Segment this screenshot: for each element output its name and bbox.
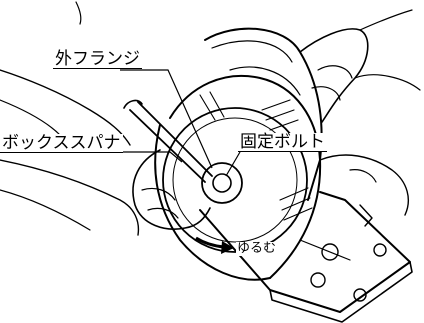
outer-flange-part (201, 162, 243, 204)
blade-guard (154, 124, 271, 281)
leader-outer-flange (120, 69, 213, 169)
upper-hand-right (299, 28, 369, 123)
box-spanner-part (129, 101, 213, 183)
saw-blade (162, 107, 308, 253)
leader-box-spanner (120, 151, 183, 163)
outer-flange-label: 外フランジ (53, 49, 142, 69)
box-spanner-label: ボックススパナ (0, 133, 123, 153)
loosen-label: ゆるむ (236, 241, 278, 256)
fixing-bolt-part (212, 173, 232, 193)
leader-fixing-bolt (225, 151, 241, 177)
fixing-bolt-label: 固定ボルト (238, 132, 327, 152)
left-arm (0, 69, 131, 146)
base-plate (199, 191, 411, 313)
loosen-arrow-icon (195, 236, 234, 254)
lower-hand (132, 149, 211, 230)
